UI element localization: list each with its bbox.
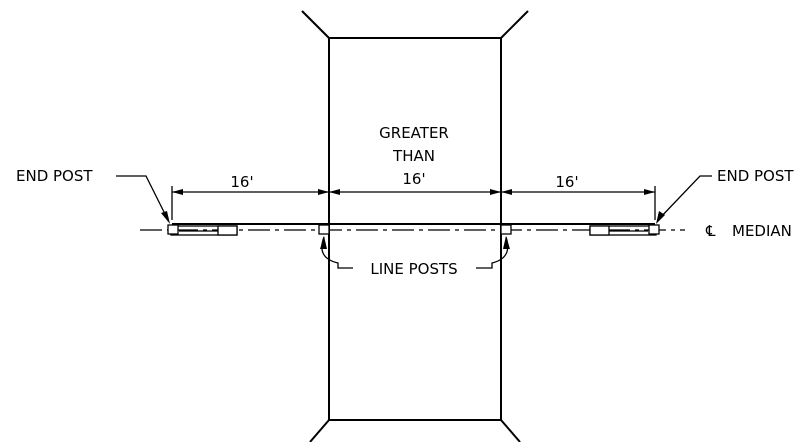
dimension-left-label: 16' [230, 173, 253, 191]
line-posts-leader [320, 236, 510, 269]
end-post-left [167, 224, 179, 235]
median-label: MEDIAN [732, 222, 792, 240]
line-post-right [500, 224, 512, 235]
end-post-right [648, 224, 660, 235]
dimension-right [501, 189, 655, 195]
end-post-right-leader [656, 175, 712, 224]
dimension-center-label-1: GREATER [379, 124, 449, 142]
line-post-left [318, 224, 330, 235]
dimension-right-label: 16' [555, 173, 578, 191]
right-end-anchor [589, 225, 657, 236]
end-post-left-label: END POST [16, 167, 93, 185]
line-posts-label: LINE POSTS [370, 260, 457, 278]
dimension-center [329, 189, 501, 195]
dimension-center-label-3: 16' [402, 170, 425, 188]
end-post-left-leader [116, 175, 170, 224]
dimension-center-label-2: THAN [392, 147, 435, 165]
end-post-right-label: END POST [717, 167, 794, 185]
left-end-anchor [170, 225, 238, 236]
dimension-extension-lines [171, 186, 656, 220]
dimension-left [172, 189, 329, 195]
crossing-outline [301, 10, 529, 442]
centerline-symbol: ℄ [705, 222, 716, 240]
